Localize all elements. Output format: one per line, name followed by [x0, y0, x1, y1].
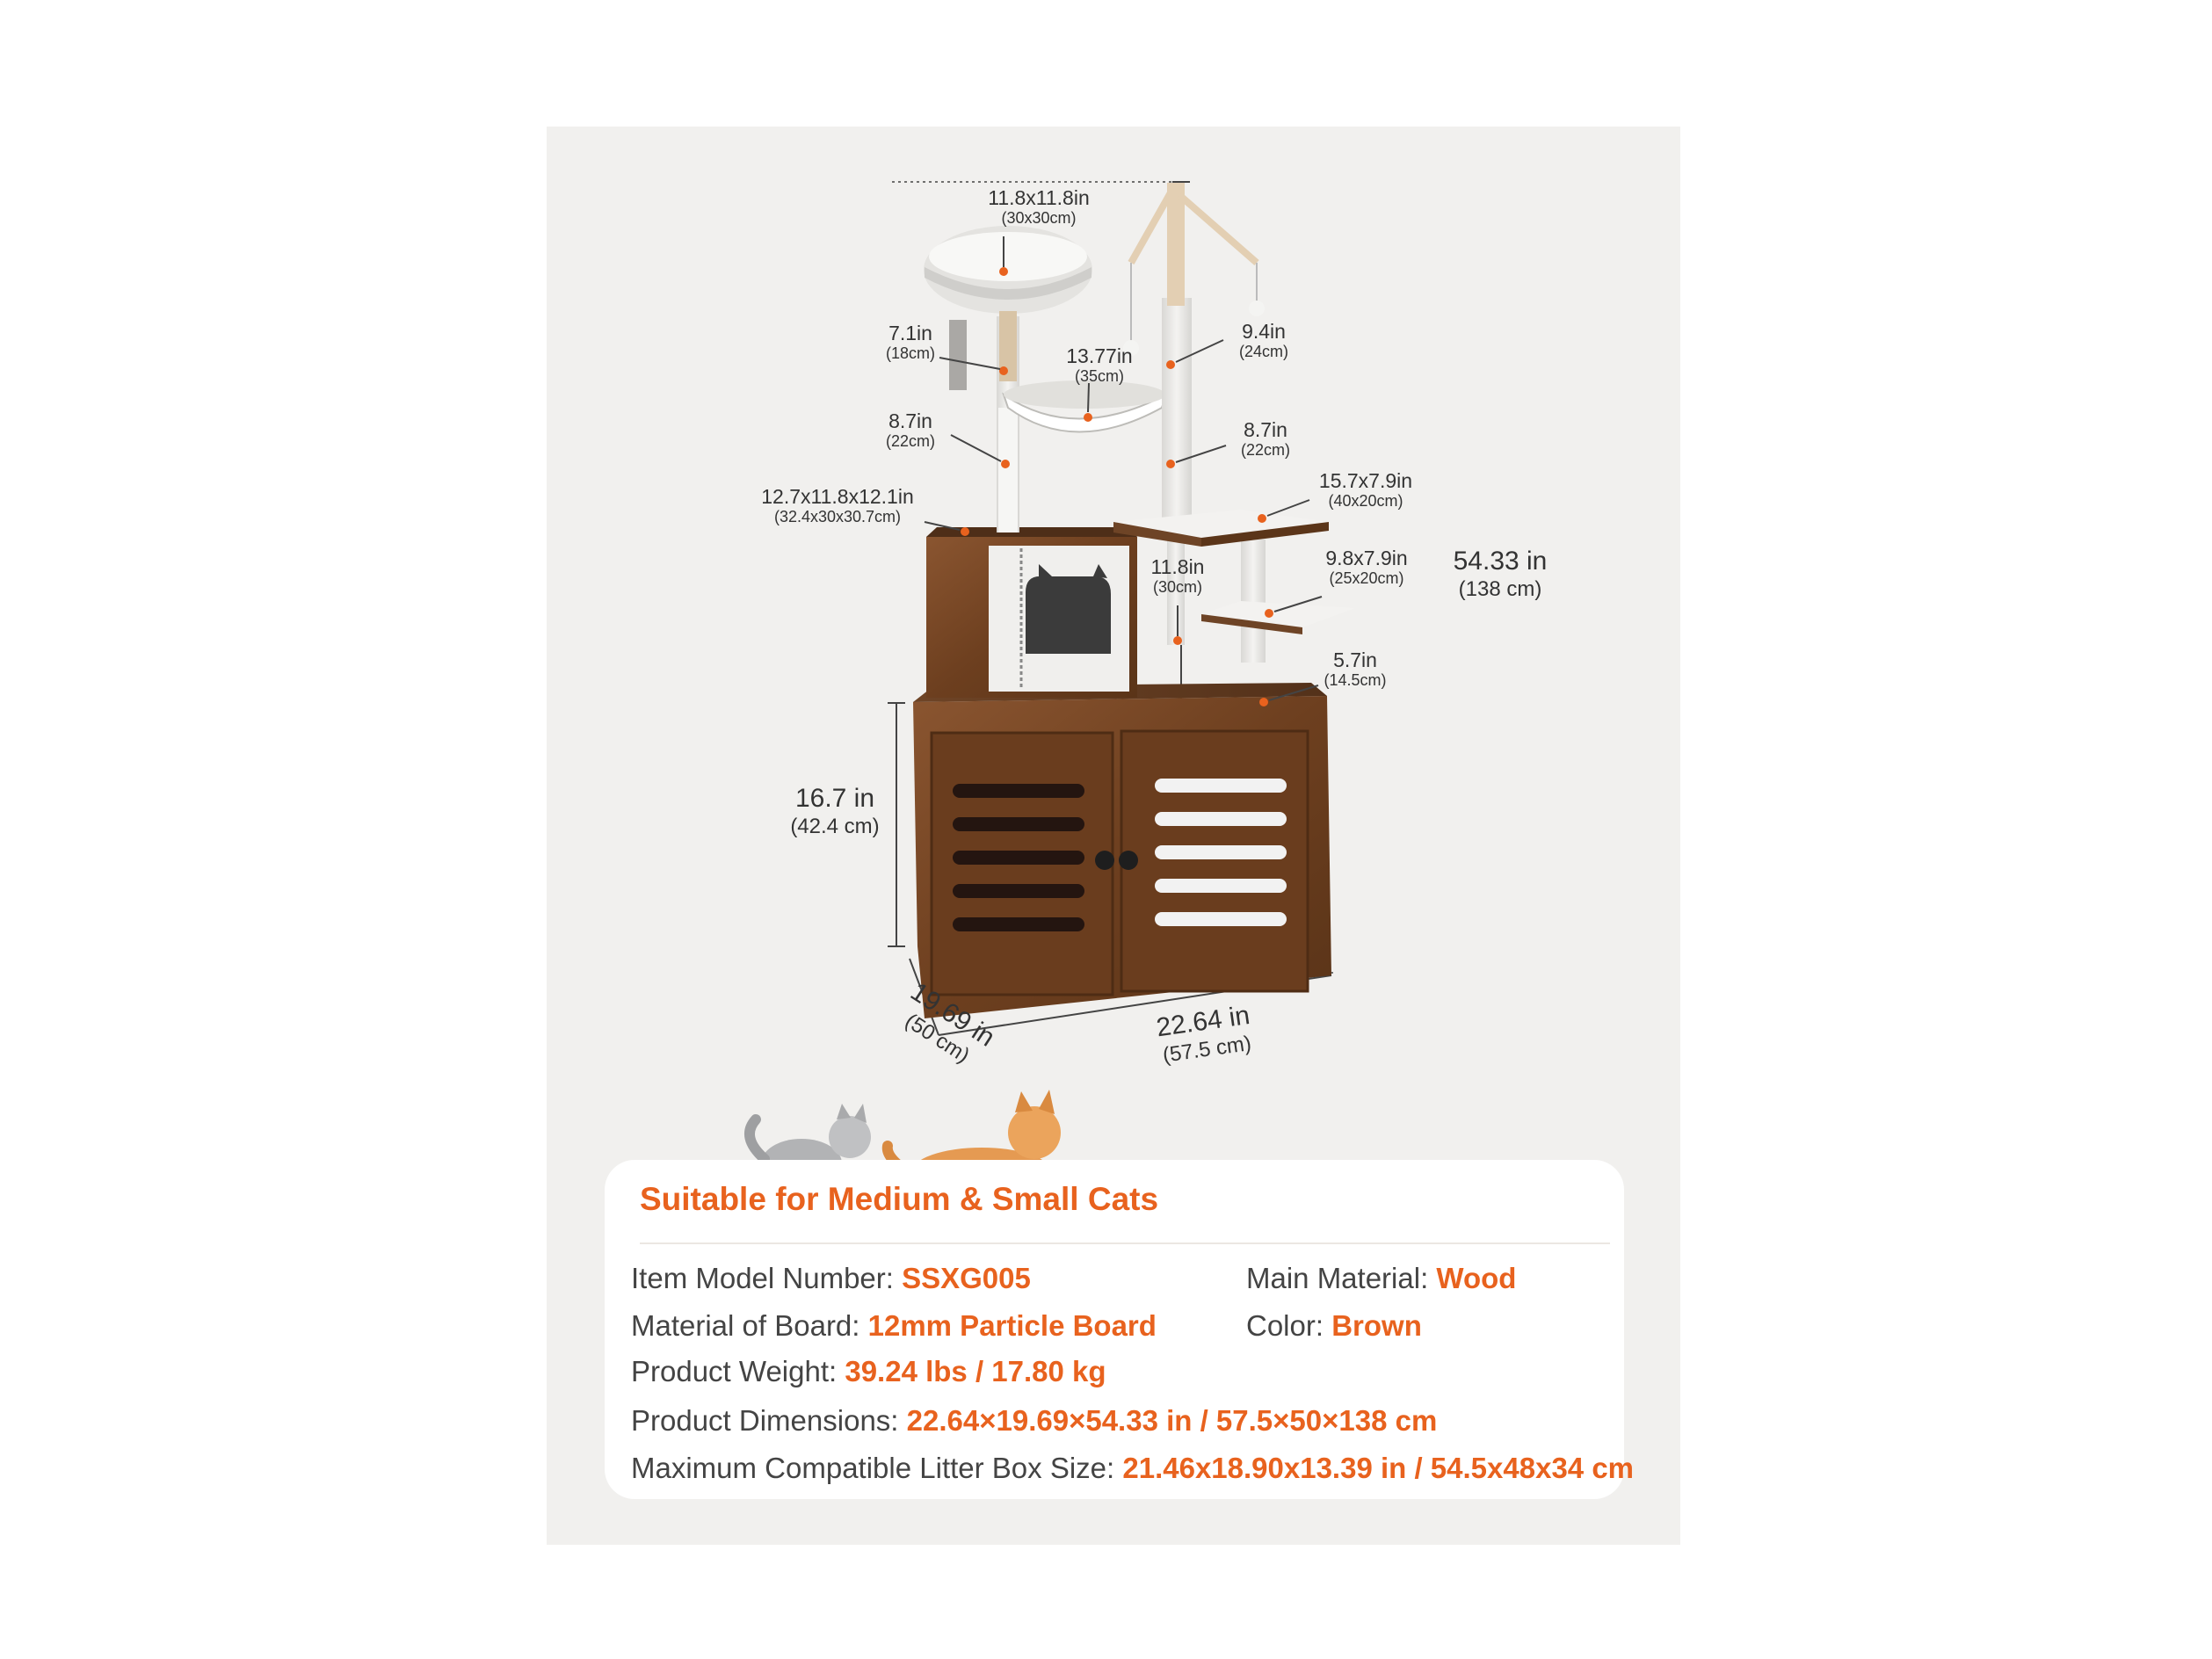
label-sub: (14.5cm)	[1324, 671, 1387, 690]
label-main: 11.8in	[1150, 555, 1205, 578]
label-sub: (22cm)	[885, 432, 935, 451]
label-top-perch: 11.8x11.8in (30x30cm)	[951, 186, 1127, 228]
label-post-left-lower: 8.7in (22cm)	[875, 409, 946, 451]
divider	[640, 1242, 1610, 1244]
label-platform-lower: 9.8x7.9in (25x20cm)	[1309, 547, 1424, 588]
label-main: 8.7in	[888, 409, 932, 432]
label-sub: (22cm)	[1240, 441, 1290, 460]
spec-value: Wood	[1436, 1262, 1517, 1294]
spec-label: Color:	[1246, 1309, 1332, 1342]
spec-label: Maximum Compatible Litter Box Size:	[631, 1452, 1123, 1484]
spec-value: 39.24 lbs / 17.80 kg	[845, 1355, 1106, 1387]
label-main: 15.7x7.9in	[1318, 469, 1413, 492]
spec-color: Color: Brown	[1246, 1309, 1422, 1343]
label-post-right-upper: 9.4in (24cm)	[1229, 320, 1299, 361]
spec-litter-box: Maximum Compatible Litter Box Size: 21.4…	[631, 1452, 1634, 1485]
right-tower	[1123, 183, 1266, 663]
label-post-left-upper: 7.1in (18cm)	[875, 322, 946, 363]
label-main: 54.33 in	[1453, 547, 1548, 576]
left-tower	[924, 226, 1092, 532]
spec-material: Main Material: Wood	[1246, 1262, 1516, 1295]
marker-dots	[961, 267, 1273, 706]
label-hammock: 13.77in (35cm)	[1051, 344, 1148, 386]
spec-weight: Product Weight: 39.24 lbs / 17.80 kg	[631, 1355, 1106, 1388]
label-sub: (35cm)	[1074, 367, 1124, 386]
label-sub: (40x20cm)	[1328, 492, 1403, 511]
label-main: 7.1in	[888, 322, 932, 344]
spec-model: Item Model Number: SSXG005	[631, 1262, 1031, 1295]
label-main: 11.8x11.8in	[988, 186, 1090, 209]
label-sub: (30cm)	[1152, 578, 1202, 597]
label-main: 16.7 in	[794, 784, 875, 813]
label-total-height: 54.33 in (138 cm)	[1434, 547, 1566, 601]
litter-box-cabinet	[913, 683, 1331, 1018]
label-sub: (25x20cm)	[1329, 569, 1404, 588]
label-main: 9.4in	[1242, 320, 1286, 343]
label-post-right-mid: 8.7in (22cm)	[1230, 418, 1301, 460]
label-post-short: 5.7in (14.5cm)	[1311, 648, 1399, 690]
label-platform-upper: 15.7x7.9in (40x20cm)	[1304, 469, 1427, 511]
hammock	[1002, 380, 1168, 433]
condo-box	[926, 527, 1137, 698]
label-sub: (42.4 cm)	[790, 814, 880, 838]
spec-label: Main Material:	[1246, 1262, 1437, 1294]
spec-value: 12mm Particle Board	[867, 1309, 1157, 1342]
spec-label: Product Dimensions:	[631, 1404, 907, 1437]
cat-tree-diagram	[743, 181, 1355, 1206]
leader-lines	[924, 236, 1323, 701]
spec-value: 21.46x18.90x13.39 in / 54.5x48x34 cm	[1122, 1452, 1635, 1484]
label-sub: (30x30cm)	[1001, 209, 1077, 228]
spec-value: 22.64×19.69×54.33 in / 57.5×50×138 cm	[906, 1404, 1438, 1437]
spec-dimensions: Product Dimensions: 22.64×19.69×54.33 in…	[631, 1404, 1437, 1438]
label-main: 13.77in	[1066, 344, 1133, 367]
label-condo: 12.7x11.8x12.1in (32.4x30x30.7cm)	[745, 485, 930, 526]
spec-label: Material of Board:	[631, 1309, 868, 1342]
card-title: Suitable for Medium & Small Cats	[640, 1181, 1159, 1217]
platforms	[1113, 510, 1355, 634]
spec-value: Brown	[1331, 1309, 1422, 1342]
spec-board: Material of Board: 12mm Particle Board	[631, 1309, 1157, 1343]
label-sub: (138 cm)	[1458, 576, 1542, 601]
label-main: 12.7x11.8x12.1in	[761, 485, 914, 508]
spec-value: SSXG005	[902, 1262, 1031, 1294]
spec-label: Item Model Number:	[631, 1262, 903, 1294]
label-sub: (24cm)	[1238, 343, 1288, 361]
label-sub: (32.4x30x30.7cm)	[773, 508, 902, 526]
label-sub: (18cm)	[885, 344, 935, 363]
spec-card: Suitable for Medium & Small Cats Item Mo…	[605, 1160, 1634, 1499]
label-post-center: 11.8in (30cm)	[1142, 555, 1213, 597]
label-cabinet-height: 16.7 in (42.4 cm)	[773, 784, 896, 838]
spec-label: Product Weight:	[631, 1355, 845, 1387]
label-main: 5.7in	[1333, 648, 1377, 671]
label-main: 9.8x7.9in	[1325, 547, 1408, 569]
label-main: 8.7in	[1244, 418, 1287, 441]
